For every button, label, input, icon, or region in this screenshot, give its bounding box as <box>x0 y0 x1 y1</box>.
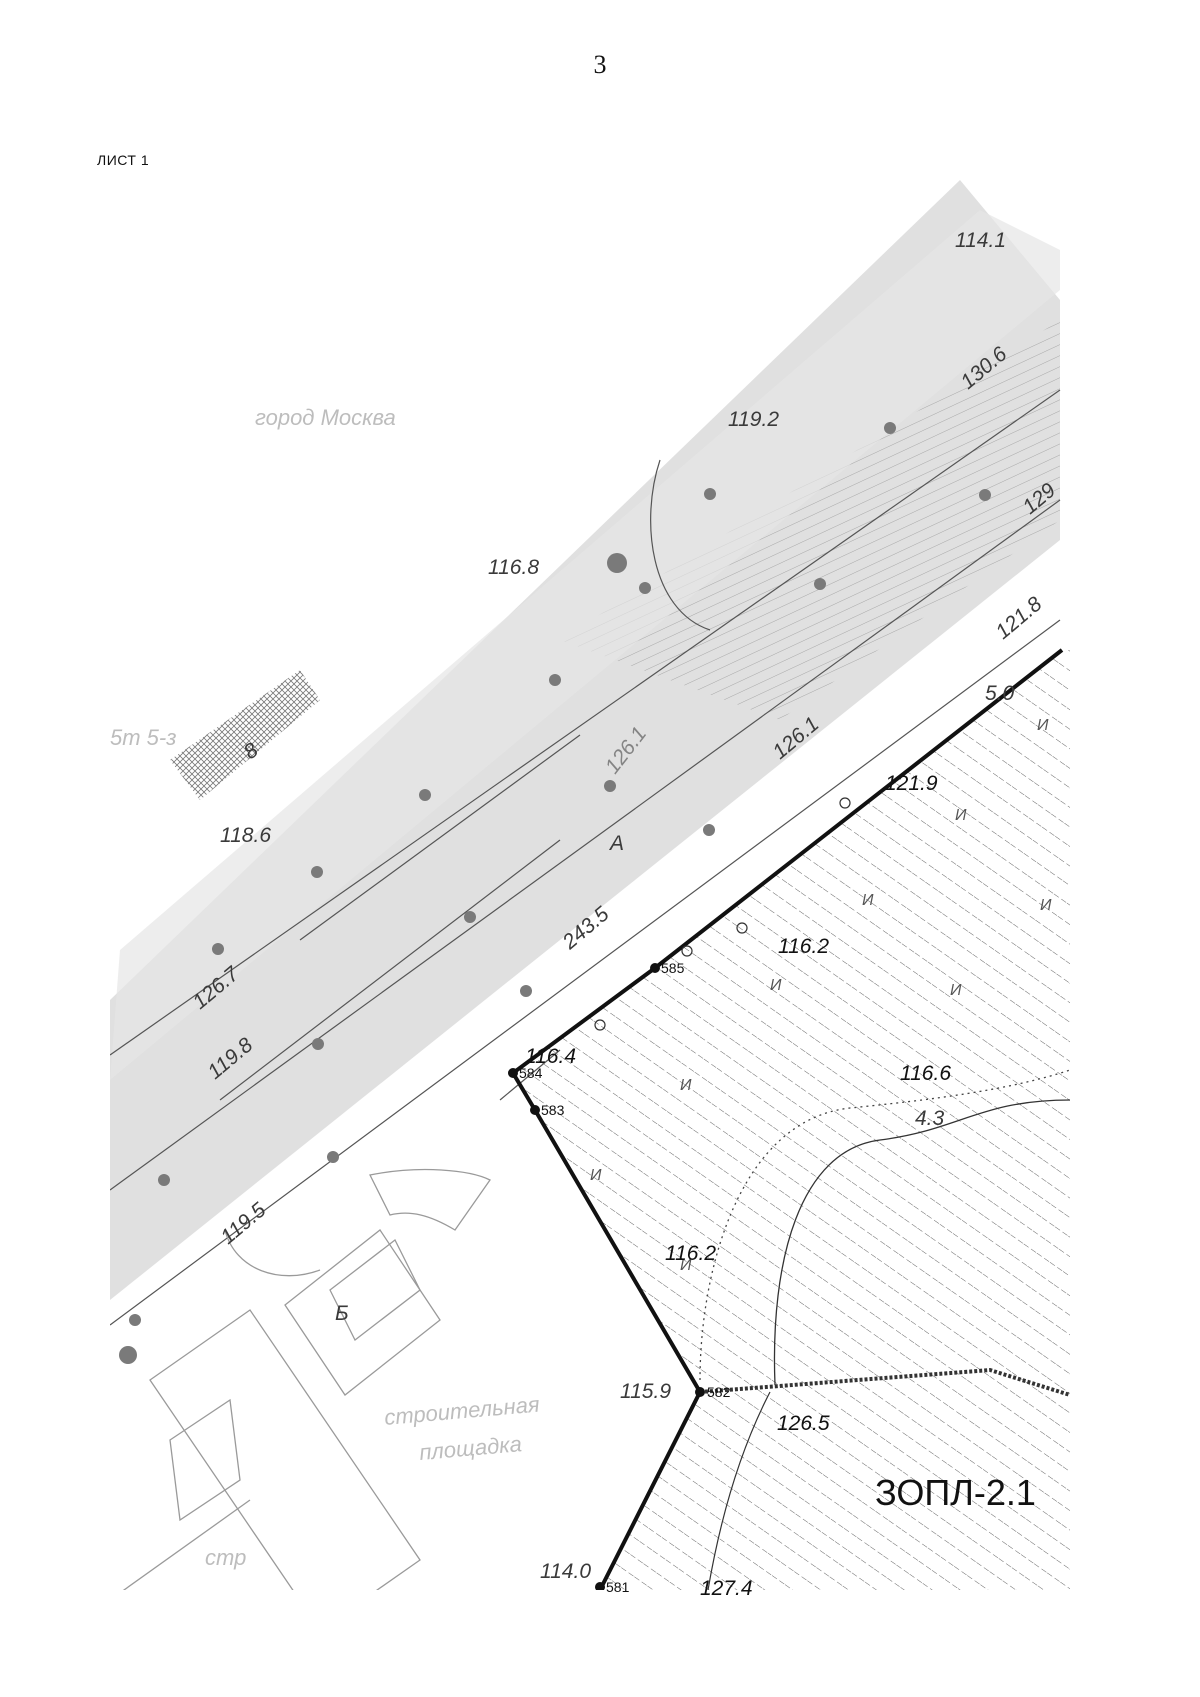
sheet-label: ЛИСТ 1 <box>97 152 150 168</box>
point-583: 583 <box>541 1102 565 1118</box>
svg-text:И: И <box>770 977 782 994</box>
point-581: 581 <box>606 1579 630 1595</box>
svg-text:116.4: 116.4 <box>525 1045 576 1068</box>
svg-text:И: И <box>950 982 962 999</box>
construction-site-line1: строительная <box>383 1391 541 1429</box>
zone-parcel <box>513 650 1070 1590</box>
boundary-markers <box>508 963 705 1590</box>
road-stripe-area <box>560 320 1060 720</box>
thin-contour <box>773 1099 1070 1386</box>
svg-text:119.2: 119.2 <box>728 408 779 431</box>
letter-a-label: А <box>608 832 624 855</box>
svg-text:И: И <box>862 892 874 909</box>
crosshatch-block <box>170 670 320 800</box>
dotted-contour <box>699 1069 1070 1381</box>
tree-markers <box>119 422 991 1364</box>
area-label-5-0: 5.0 <box>985 682 1015 705</box>
dashed-line-east <box>699 1367 1070 1397</box>
svg-text:126.5: 126.5 <box>777 1412 830 1435</box>
road-edges <box>110 389 1061 1326</box>
boundary-line <box>510 648 1064 1590</box>
letter-b-label: Б <box>335 1302 349 1325</box>
svg-text:127.4: 127.4 <box>700 1577 753 1600</box>
city-label: город Москва <box>255 405 396 430</box>
svg-text:116.8: 116.8 <box>488 556 539 579</box>
thin-line-south <box>707 1391 771 1590</box>
upper-light-area <box>110 210 1060 1080</box>
svg-text:И: И <box>955 807 967 824</box>
area-label-4-3: 4.3 <box>915 1107 945 1130</box>
fragment-label: 5т 5-з <box>110 725 176 750</box>
page-number: 3 <box>593 50 607 79</box>
svg-text:И: И <box>590 1167 602 1184</box>
svg-text:И: И <box>1040 897 1052 914</box>
small-circles <box>594 797 851 1031</box>
svg-text:И: И <box>680 1077 692 1094</box>
structures <box>122 1168 491 1590</box>
svg-text:121.9: 121.9 <box>885 772 938 795</box>
svg-text:И: И <box>1037 717 1049 734</box>
svg-text:115.9: 115.9 <box>620 1380 671 1403</box>
point-582: 582 <box>707 1384 731 1400</box>
svg-text:И: И <box>680 1257 692 1274</box>
point-584: 584 <box>519 1065 543 1081</box>
construction-site-line2: площадка <box>418 1431 523 1465</box>
svg-text:116.2: 116.2 <box>665 1242 716 1265</box>
svg-text:114.1: 114.1 <box>955 229 1006 252</box>
svg-text:116.6: 116.6 <box>900 1062 951 1085</box>
zone-code-label: ЗОПЛ-2.1 <box>875 1472 1036 1513</box>
svg-text:118.6: 118.6 <box>220 824 271 847</box>
point-585: 585 <box>661 960 685 976</box>
svg-text:116.2: 116.2 <box>778 935 829 958</box>
str-label: стр <box>205 1545 246 1570</box>
hatch-letters: И И И И И И И И И <box>590 717 1052 1274</box>
svg-text:114.0: 114.0 <box>540 1560 591 1583</box>
